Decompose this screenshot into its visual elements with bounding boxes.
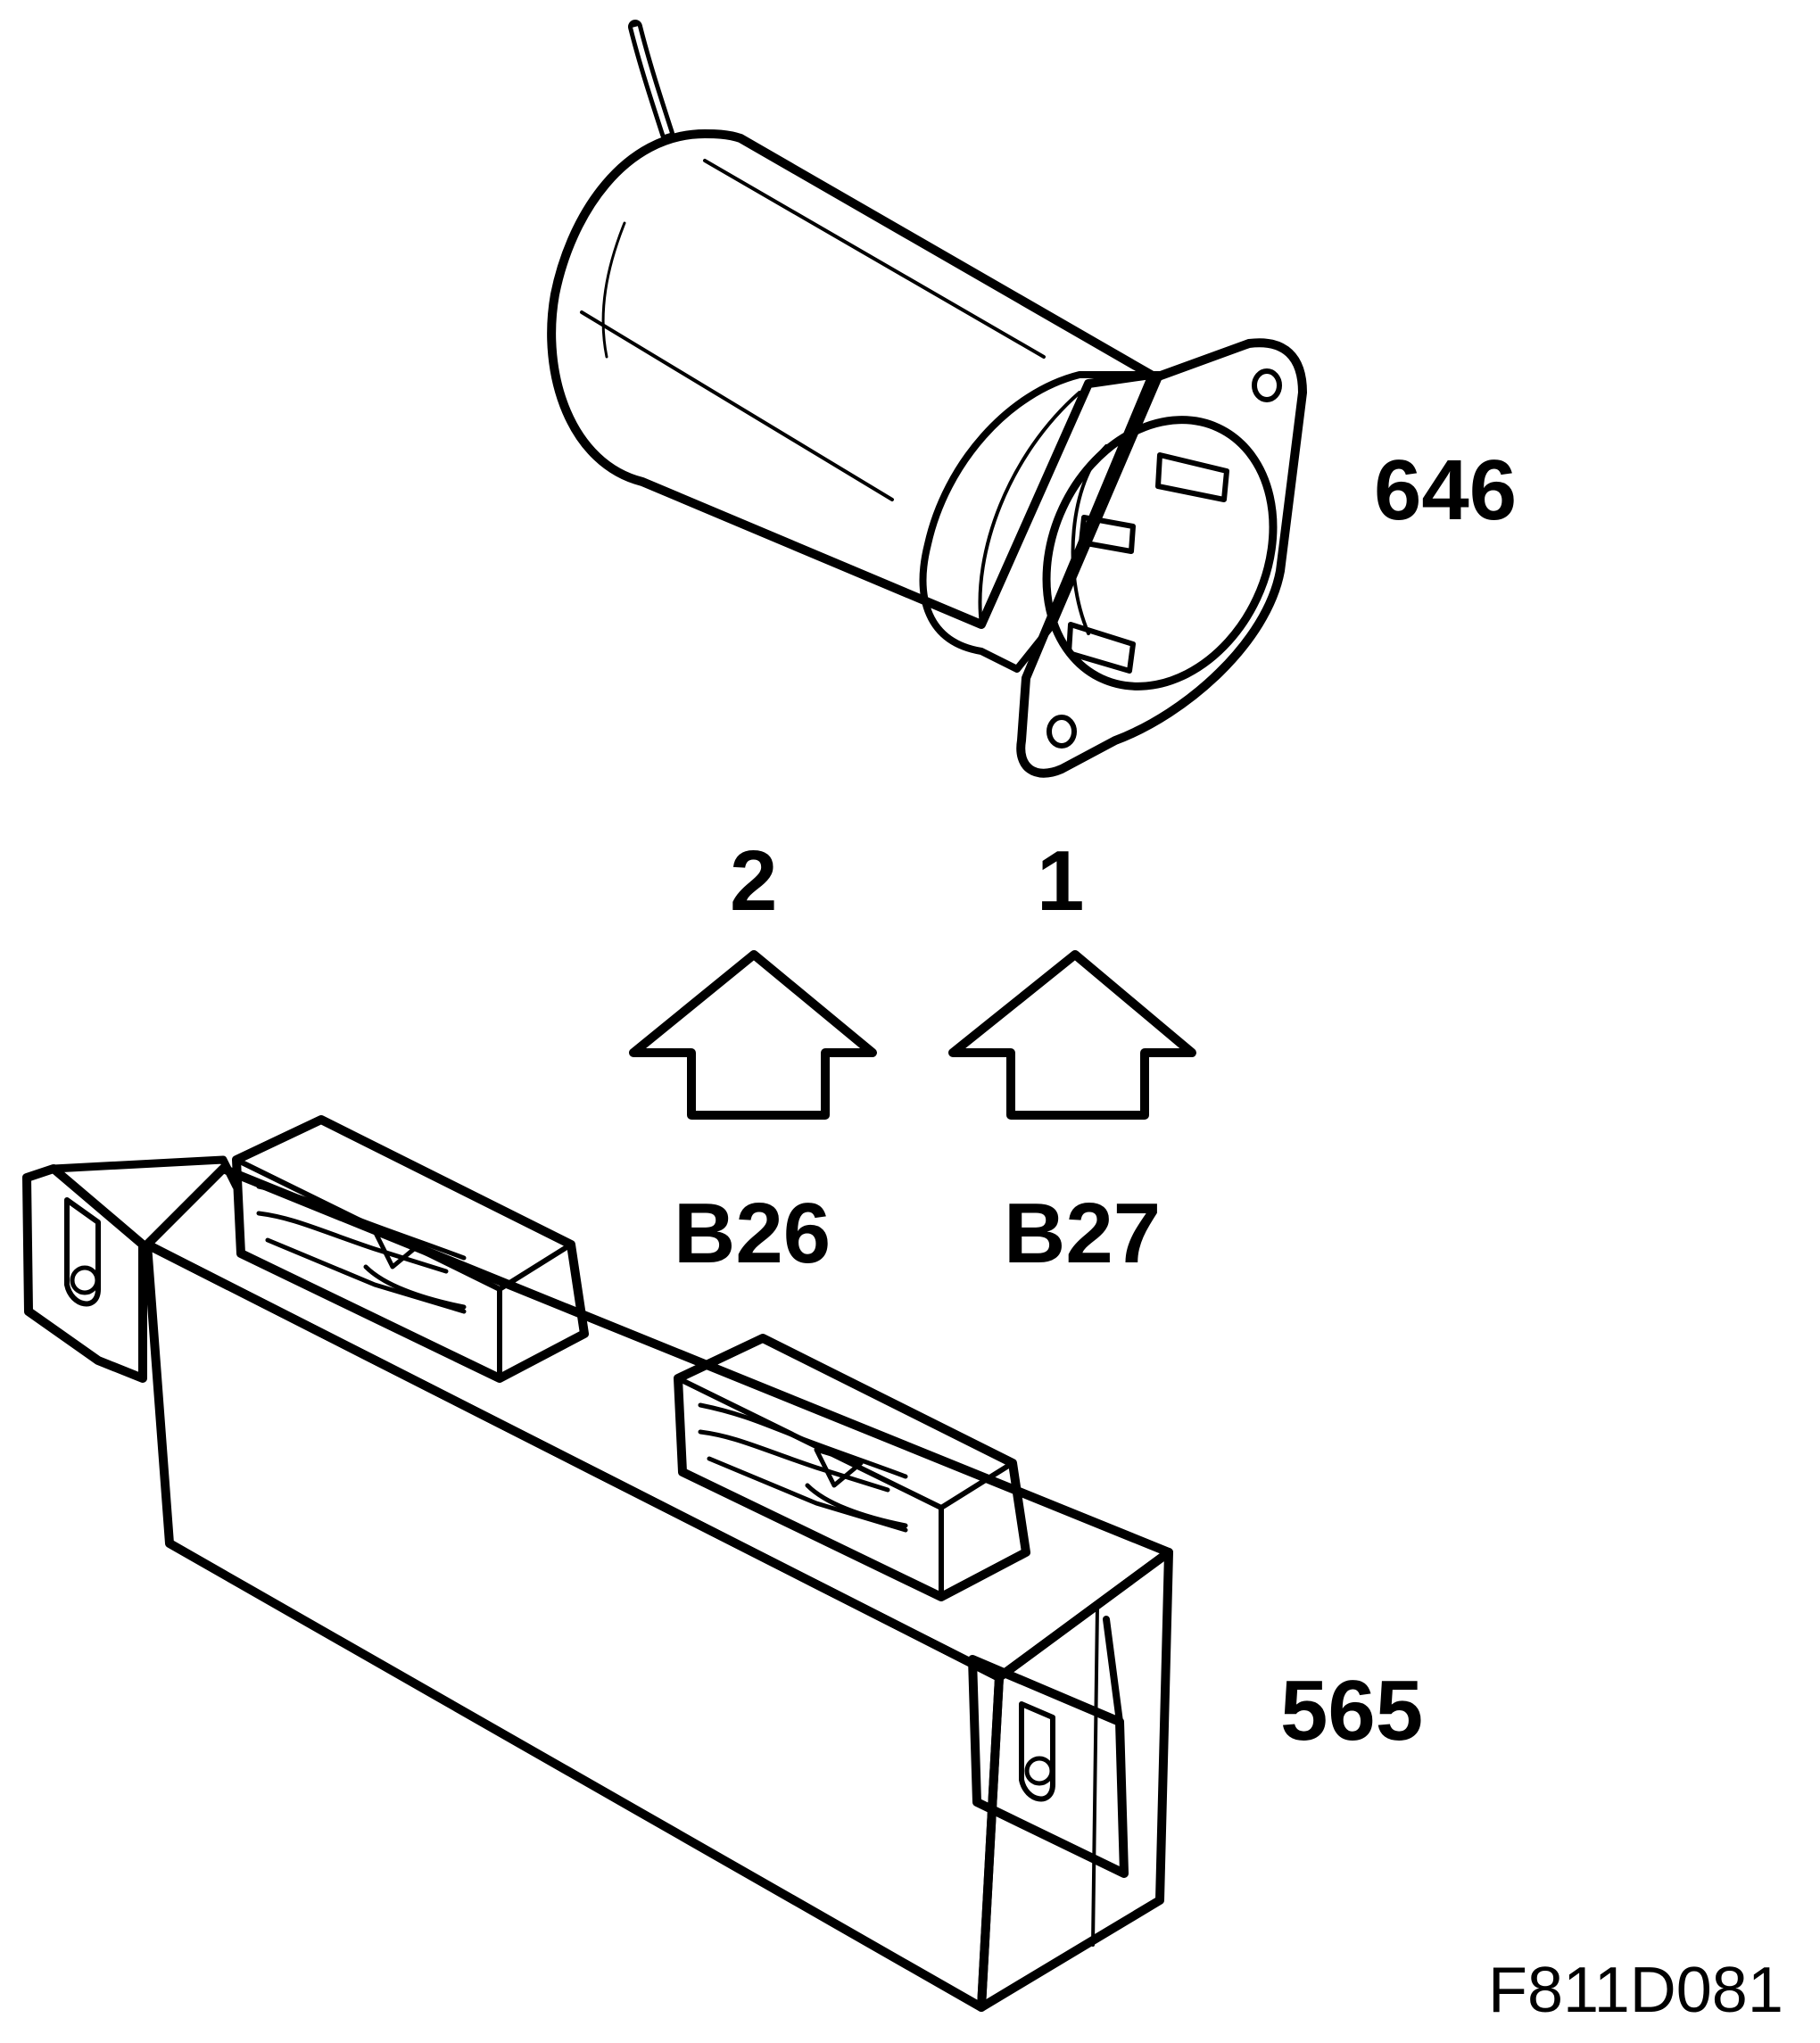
label-pin-1: 1 <box>1037 833 1085 929</box>
connector-header-b27 <box>674 1334 1030 1601</box>
cylinder-body <box>547 129 1155 629</box>
box-front <box>143 1240 1004 2012</box>
figure-id: F811D081 <box>1488 1955 1783 2026</box>
mounting-tab-left <box>22 1164 147 1383</box>
label-connector-b27: B27 <box>1004 1186 1162 1281</box>
label-connector-b26: B26 <box>674 1186 831 1281</box>
flange-hole-top <box>1252 368 1282 402</box>
collar <box>919 371 1163 673</box>
label-component-565: 565 <box>1280 1663 1424 1758</box>
arrow-left <box>629 950 877 1120</box>
socket-opening <box>1042 416 1278 691</box>
socket-pin-middle <box>1079 515 1136 554</box>
component-565-illustration <box>22 1115 1173 2012</box>
mounting-tab-right <box>968 1655 1129 1878</box>
connector-header-b26 <box>232 1115 589 1383</box>
socket-pin-top <box>1155 452 1229 502</box>
socket-pin-bottom <box>1066 622 1136 674</box>
flange <box>1016 338 1307 778</box>
label-component-646: 646 <box>1374 443 1518 538</box>
box-side <box>977 1548 1173 2012</box>
component-646-illustration <box>547 20 1307 778</box>
flange-hole-bottom <box>1046 715 1077 749</box>
arrow-right <box>948 950 1196 1120</box>
label-pin-2: 2 <box>730 833 778 929</box>
